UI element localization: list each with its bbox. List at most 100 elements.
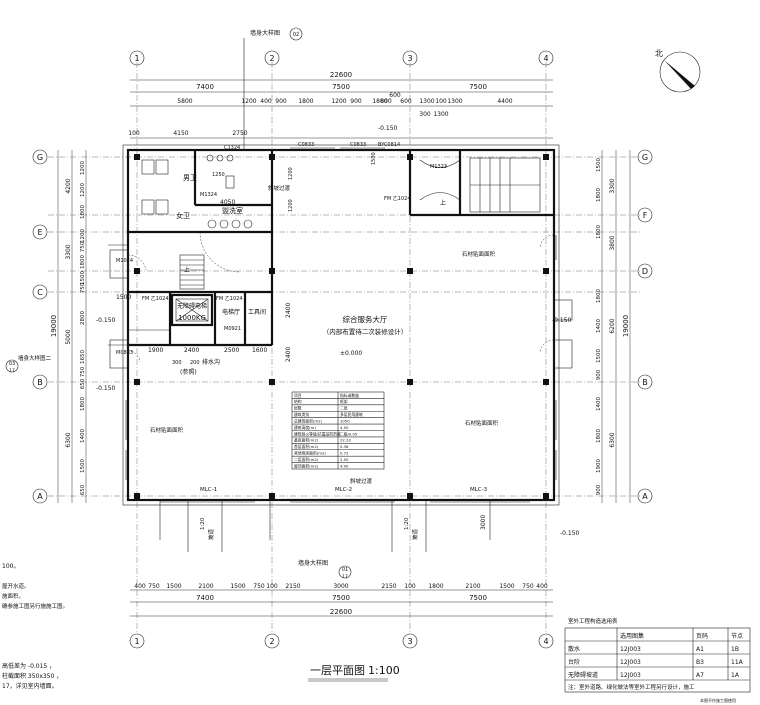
note-line-6: 柱截面积 350x350 ， [2, 672, 62, 680]
dim-left-sub2: 750 [80, 366, 86, 377]
tech-table-cell: 基底面积(m2) [294, 438, 319, 443]
tech-table-cell: 二层面积(m2) [294, 457, 319, 462]
dim-top-sub2: 2750 [232, 130, 247, 137]
room-labels: 男卫 女卫 盥洗室 工具间 电梯厅 综合服务大厅 （内部布置待二次装修设计） 无… [176, 174, 446, 540]
room-drain: 排水沟 [202, 358, 220, 366]
dim-bottom-sub: 3000 [333, 583, 348, 590]
dim-in-4050: 4050 [220, 199, 235, 206]
tech-table-cell: 二层 [340, 406, 348, 411]
windows [125, 147, 557, 503]
section-ref-top: 墙身大样图 [250, 29, 280, 37]
room-female-wc: 女卫 [176, 211, 190, 220]
dim-bottom-sub: 1500 [230, 583, 245, 590]
axis-label-C: C [37, 288, 43, 297]
dim-right-sub2: 1400 [596, 397, 602, 411]
dim-in-1250: 1250 [212, 172, 225, 178]
tech-table-cell: 屋顶面积(m2) [294, 463, 319, 468]
dim-right-sub: 3800 [609, 235, 616, 250]
door-m1323: M1323 [430, 164, 447, 170]
axis-label-G-r: G [642, 153, 648, 162]
axis-label-B-r: B [642, 378, 648, 387]
detail-caption: 室外工程构造选用表 [568, 617, 618, 625]
elev-minus-3: -0.150 [552, 317, 572, 324]
door-swings [127, 231, 555, 363]
axis-label-E: E [37, 228, 42, 237]
dim-bottom-sub: 1500 [499, 583, 514, 590]
detail-table-cell: 1A [731, 672, 740, 679]
dim-bottom-sub: 750 [148, 583, 160, 590]
tech-table-cell: 总建筑面积(m2) [294, 418, 323, 423]
door-mlc-1: MLC-1 [200, 487, 217, 493]
dim-top-bay-3: 7500 [469, 83, 487, 91]
dim-in-1200v: 1200 [288, 167, 294, 180]
axis-label-3: 3 [407, 54, 412, 63]
detail-footnote: 注：室外道路、绿化做法等室外工程另行设计，施工 [568, 683, 695, 691]
tech-table-cell: 层数 [294, 406, 302, 411]
room-washroom: 盥洗室 [222, 206, 243, 215]
door-m1324: M1324 [200, 192, 217, 198]
dim-left-sub2: 750 [80, 241, 86, 252]
note-line-2: 屋开水道。 [2, 582, 30, 590]
dim-bottom-sub: 400 [536, 583, 548, 590]
dim-top-sub2: 300 [419, 111, 431, 118]
axis-label-1b: 1 [134, 637, 139, 646]
exterior-steps [109, 249, 573, 552]
dim-bottom-sub: 100 [266, 583, 278, 590]
plan-scale: 1:100 [368, 664, 400, 677]
dim-top-sub: 1300 [447, 98, 462, 105]
door-m1024: M1024 [116, 258, 133, 264]
dim-right-sub2: 1800 [596, 429, 602, 443]
dim-in-1500: 1500 [116, 294, 131, 301]
dim-top-sub: 100 [435, 98, 447, 105]
axis-label-4: 4 [543, 54, 548, 63]
axis-grid [48, 62, 640, 632]
general-notes: 100。 屋开水道。 施面积。 确参施工图另行施施工图。 高低差为 -0.015… [2, 563, 68, 690]
dim-in-2400b: 2400 [285, 303, 292, 318]
dim-right-sub2: 900 [596, 369, 602, 380]
interior-walls [108, 150, 554, 347]
dim-bottom-bay-3: 7500 [469, 594, 487, 602]
tech-table-cell: 首层面积(m2) [294, 444, 319, 449]
ramp-label-1: 坡道 [207, 528, 215, 540]
dim-left-total: 19000 [50, 315, 58, 337]
dim-right-sub2: 1800 [596, 289, 602, 303]
dim-bottom-sub: 2150 [285, 583, 300, 590]
dim-top-sub2: 1300 [433, 111, 448, 118]
tech-table-cell: 0.36 [340, 444, 349, 449]
tech-table-cell: 22.20 [340, 438, 351, 443]
dim-left-sub2: 750 [80, 282, 86, 293]
tech-table-cell: 0.72 [340, 451, 349, 456]
drawing-title: 一层平面图 1:100 [308, 664, 400, 682]
dim-right-sub2: 1900 [596, 459, 602, 473]
door-m0833: M0833 [116, 350, 133, 356]
axis-bubbles-right: G F D B A [637, 149, 653, 504]
room-hall-note: （内部布置待二次装修设计） [323, 327, 408, 336]
dim-left-sub2: 1500 [80, 459, 86, 473]
axis-label-F-r: F [643, 211, 648, 220]
dim-right-sub2: 1800 [596, 188, 602, 202]
ramp-label-2: 坡道 [411, 528, 419, 540]
door-m0921: M0921 [224, 326, 241, 332]
dim-in-1600: 1600 [252, 347, 267, 354]
dim-left-sub2: 650 [80, 484, 86, 495]
dim-bottom-sub: 2100 [198, 583, 213, 590]
detail-table-cell: 无障碍坡道 [568, 671, 598, 679]
dim-top-sub: 400 [260, 98, 272, 105]
note-line-1: 100。 [2, 563, 19, 570]
stone-note-2: 石材贴面面积 [465, 419, 499, 427]
room-male-wc: 男卫 [183, 174, 197, 182]
stair-left [179, 254, 205, 290]
dim-left-sub2: 1650 [80, 350, 86, 364]
dim-right-sub2: 1800 [596, 225, 602, 239]
room-stair-up-1: 上 [184, 266, 190, 274]
dim-top-sub: 4400 [497, 98, 512, 105]
door-mlc-2: MLC-2 [335, 487, 352, 493]
detail-table-cell: 散水 [568, 645, 580, 653]
ramp-slope-2: 1:20 [404, 517, 410, 530]
ramp-transition-1: 斜坡过渡 [350, 477, 373, 485]
detail-table-cell: A1 [696, 646, 704, 653]
elev-minus-4: -0.150 [560, 530, 580, 537]
dim-left-sub2: 1200 [80, 183, 86, 197]
section-ref-bottom: 墙身大样图 [298, 559, 328, 567]
